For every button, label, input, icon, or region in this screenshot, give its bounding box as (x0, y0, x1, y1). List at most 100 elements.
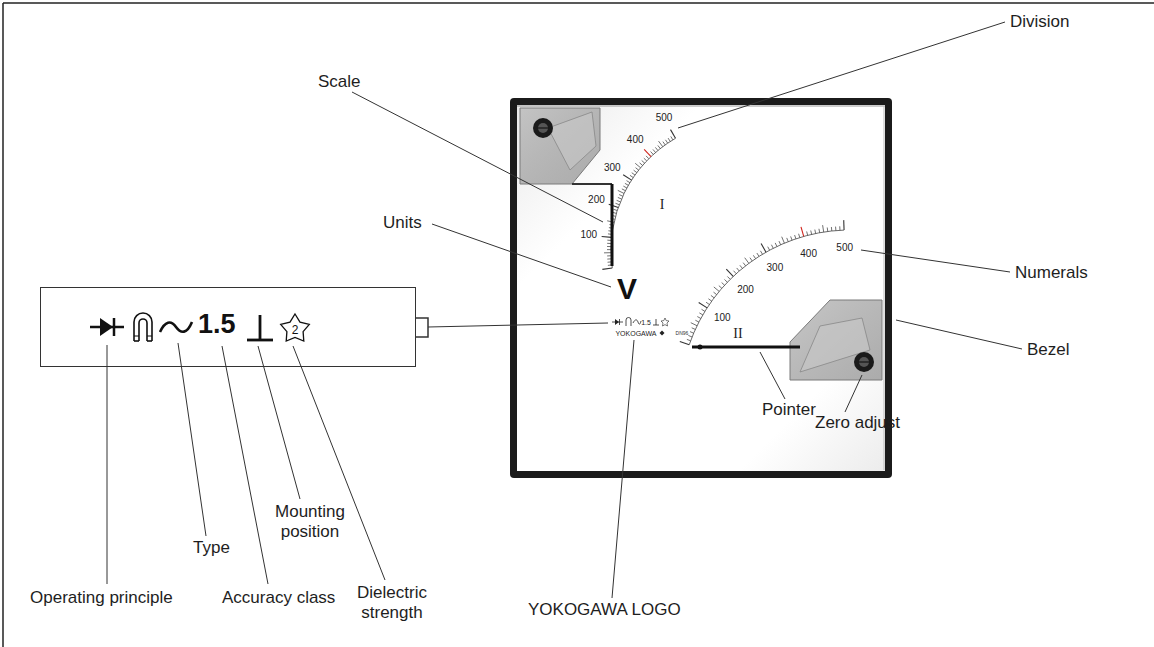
scale-numeral: 300 (604, 163, 621, 173)
scale-division (779, 241, 781, 245)
scale-division (687, 339, 691, 340)
scale-division (646, 156, 649, 159)
scale-division (713, 292, 716, 294)
scale-division (714, 287, 719, 291)
scale-division (708, 299, 711, 301)
scale-division (726, 269, 733, 276)
outer-frame (3, 2, 1154, 4)
leader-line (678, 22, 1005, 128)
scale-division (737, 268, 740, 271)
scale-division (795, 235, 796, 239)
tiny-symbol-row (626, 318, 631, 327)
scale-numeral: 400 (800, 249, 817, 259)
scale-division (771, 245, 773, 249)
callout-symbols (134, 313, 152, 341)
part-label: Type (193, 538, 230, 558)
leader-line (107, 22, 1022, 598)
tiny-symbol-row (615, 319, 619, 325)
scale-division (722, 283, 725, 286)
scale-division (640, 163, 643, 166)
callout-symbols (139, 319, 147, 341)
movement-top-left (572, 183, 612, 185)
leader-line (432, 224, 611, 287)
callout-symbols (113, 318, 116, 336)
scale-division (671, 136, 673, 139)
scale-numeral: 100 (580, 230, 597, 240)
movement-top-left (520, 108, 600, 184)
scale-division (724, 279, 727, 282)
scale-division (699, 302, 707, 307)
scale-numeral: 300 (767, 263, 784, 273)
scale-division (615, 203, 619, 204)
part-label: Units (383, 213, 422, 233)
scale-division (799, 234, 800, 238)
movement-top-left (548, 112, 596, 170)
scale-division (719, 286, 722, 289)
scale-division (697, 317, 701, 319)
scale-division (622, 189, 626, 191)
scale-division (801, 227, 804, 237)
tiny-symbol-row (656, 319, 657, 325)
leader-line (352, 92, 603, 222)
scale-division (806, 231, 808, 235)
scale-division (623, 186, 627, 188)
part-label: Operating principle (30, 588, 173, 608)
star-symbol: 2 (279, 312, 311, 344)
scale-division (818, 229, 820, 233)
star-outline (281, 314, 310, 341)
part-label: YOKOGAWA LOGO (528, 600, 681, 620)
scale-division (782, 237, 785, 243)
scale-division (607, 249, 611, 250)
movement-top-left (533, 118, 553, 138)
accuracy-class-value: 1.5 (198, 311, 236, 338)
accuracy-mark: 1.5 (641, 319, 651, 326)
outer-frame (2, 3, 4, 647)
scale-number: I (660, 198, 665, 212)
scale-division (810, 230, 812, 234)
pointer (611, 184, 614, 266)
leader-line (845, 375, 862, 412)
scale-division (743, 263, 745, 266)
scale-division (668, 138, 670, 141)
scale-division (734, 271, 737, 274)
part-label: Mounting position (270, 502, 350, 541)
scale-division (702, 309, 705, 311)
scale-division (839, 226, 840, 230)
scale-division (750, 258, 752, 261)
callout-symbols (100, 318, 113, 336)
scale-numeral: 100 (714, 313, 731, 323)
part-label: Scale (318, 72, 361, 92)
scale-division (653, 149, 656, 152)
scale-division (642, 160, 645, 163)
part-label: Bezel (1027, 340, 1070, 360)
scale-numeral: 200 (588, 195, 605, 205)
scale-division (659, 141, 663, 147)
scale-division (630, 175, 633, 177)
scale-division (760, 251, 762, 254)
scale-division (699, 313, 702, 315)
star-number: 2 (292, 324, 299, 336)
scale-division (768, 247, 770, 251)
bezel (517, 106, 885, 107)
scale-division (663, 142, 665, 145)
callout-symbols (134, 340, 139, 342)
scale-division (711, 295, 714, 297)
movement-top-left (520, 108, 612, 184)
scale-numeral: 500 (656, 113, 673, 123)
scale-arc (689, 230, 844, 345)
scale-division (619, 195, 623, 197)
scale-division (602, 236, 612, 238)
scale-division (613, 209, 617, 210)
scale-division (671, 130, 676, 139)
maker-logo: YOKOGAWA (615, 330, 656, 337)
scale-division (680, 341, 689, 344)
scale-division (843, 220, 844, 230)
leader-line (612, 340, 634, 598)
callout-box: 1.52 (40, 287, 416, 367)
scale-division (618, 190, 624, 193)
leader-line (896, 320, 1022, 349)
scale-division (835, 227, 836, 231)
scale-division (634, 170, 637, 172)
pointer (698, 345, 703, 350)
